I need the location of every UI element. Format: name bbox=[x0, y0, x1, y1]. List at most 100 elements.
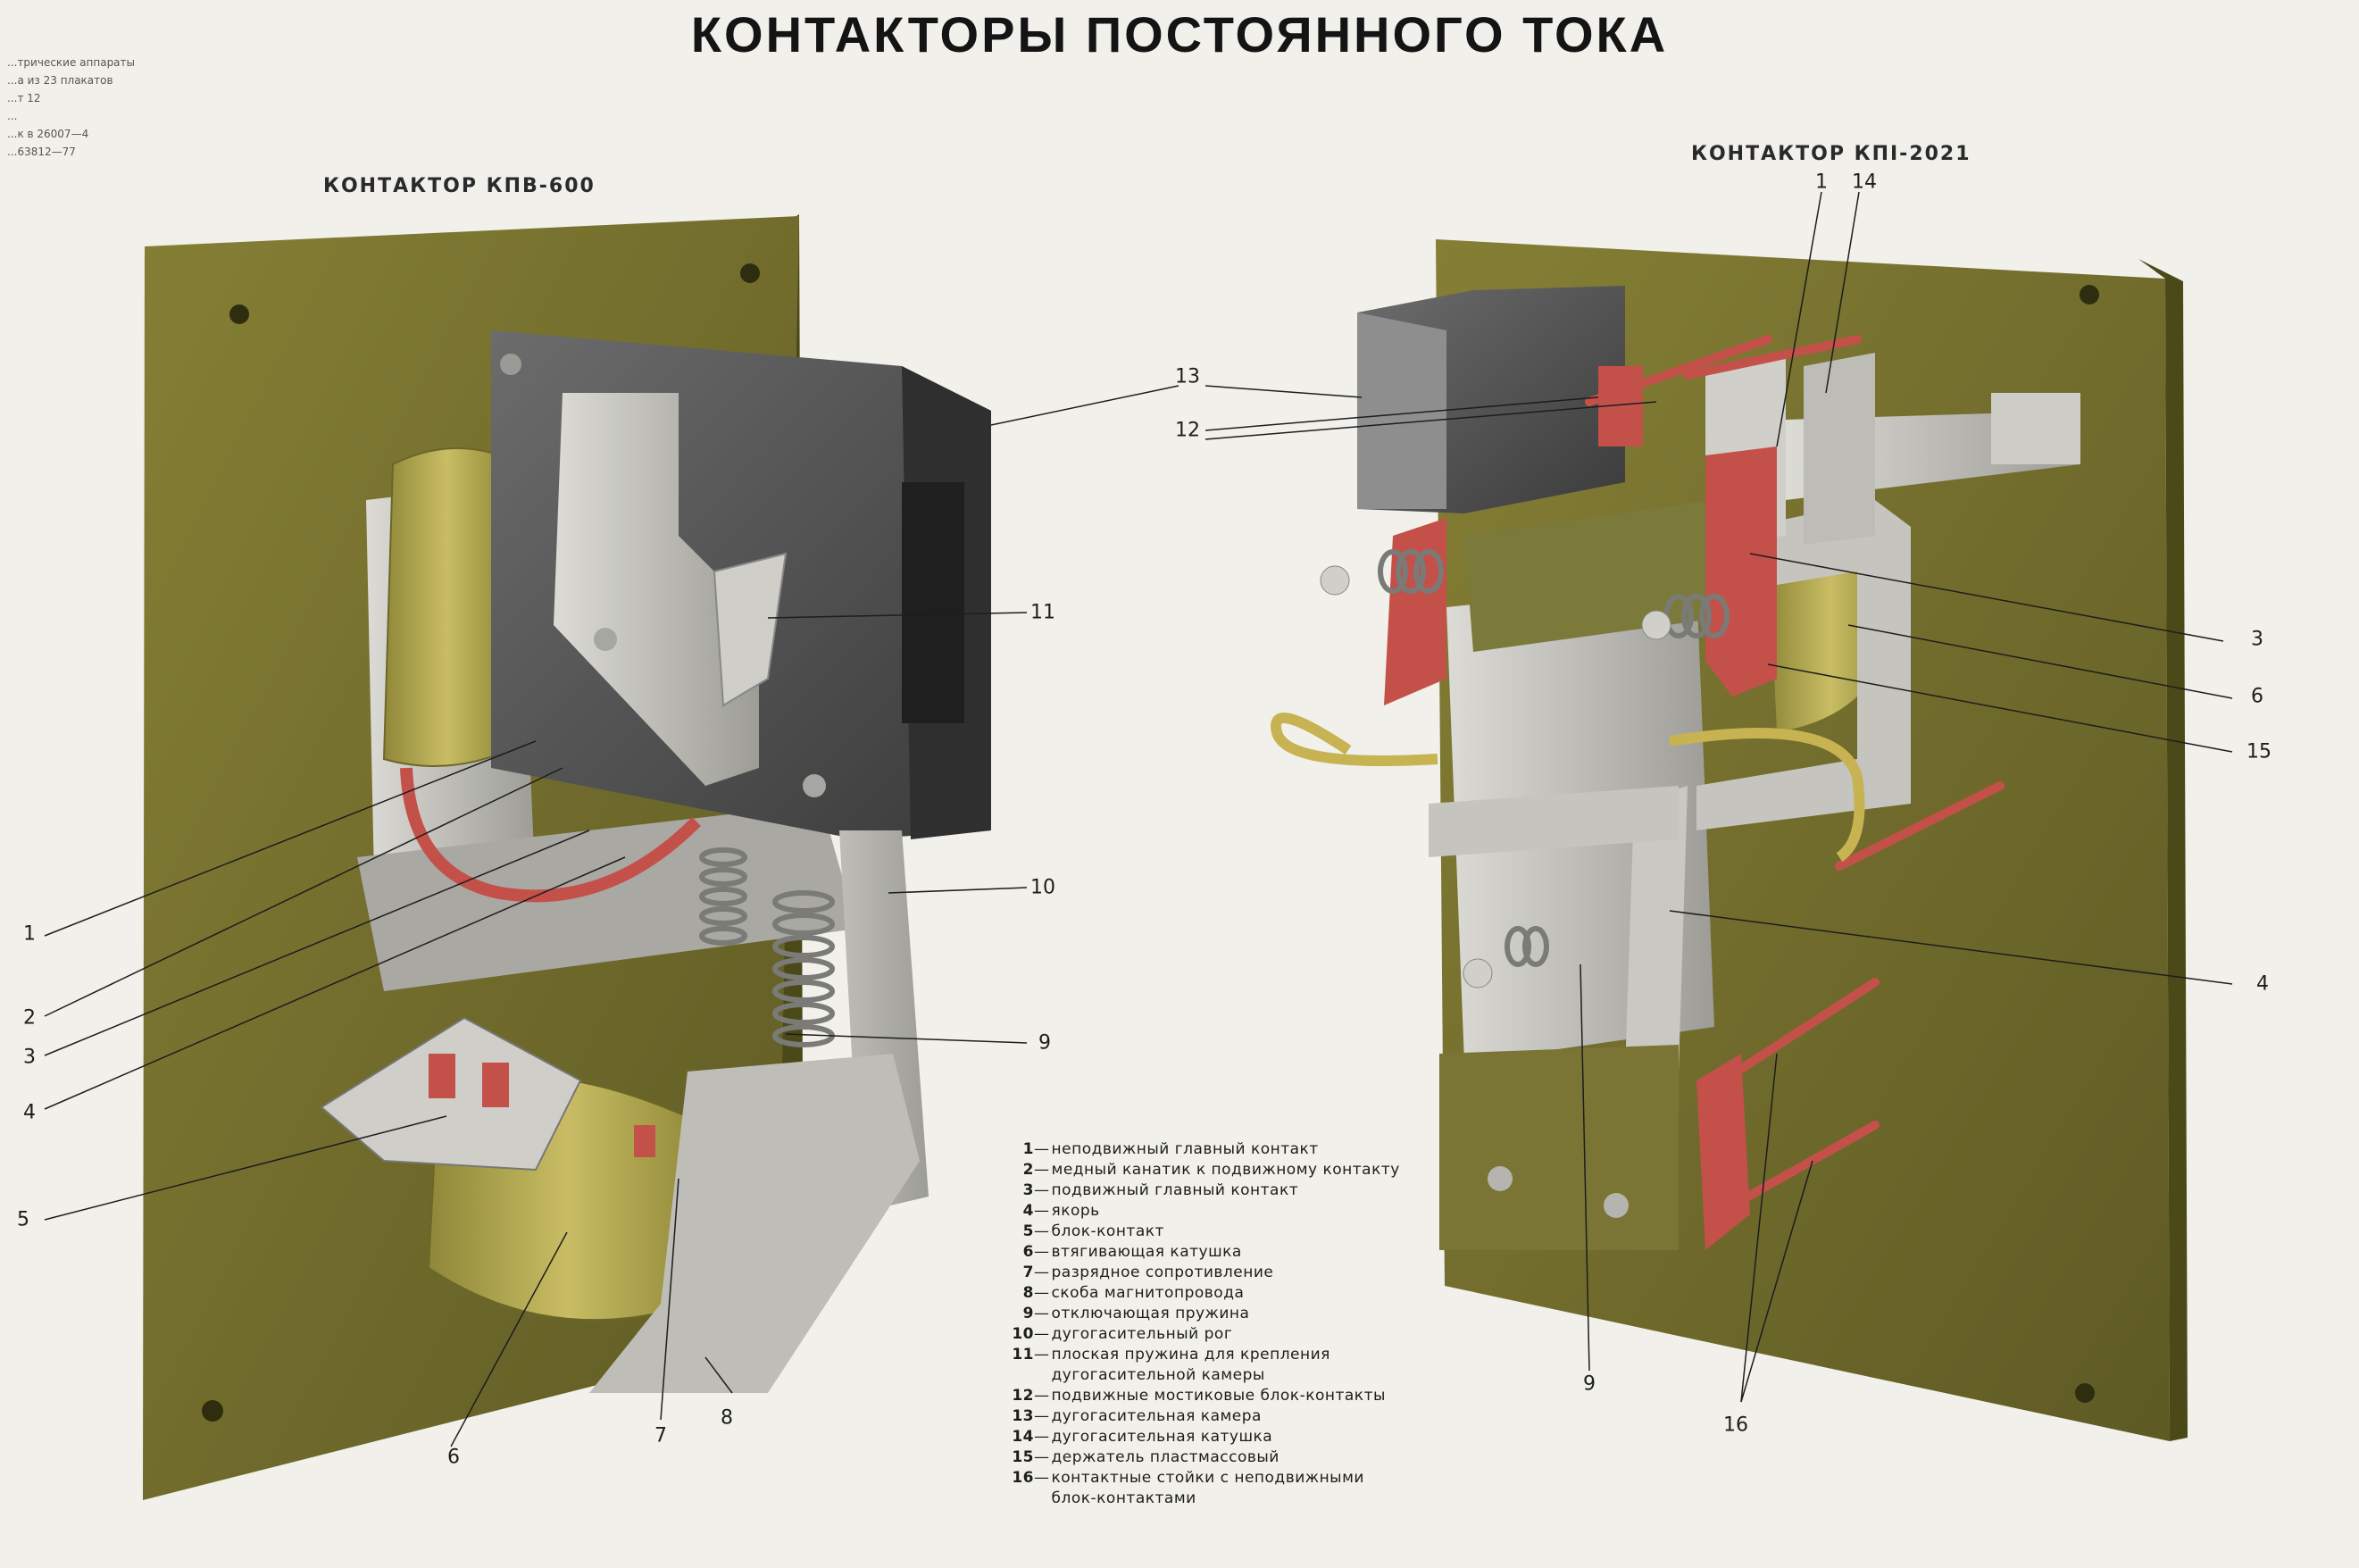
legend-dash: — bbox=[1034, 1222, 1050, 1240]
subtitle-kpv600: КОНТАКТОР КПВ-600 bbox=[323, 175, 596, 197]
callout-left-7: 7 bbox=[654, 1424, 667, 1447]
kpv-coil bbox=[382, 447, 511, 767]
callout-right-14: 14 bbox=[1852, 171, 1877, 194]
kpv-screw bbox=[594, 628, 617, 651]
kpi-wire bbox=[1669, 728, 1865, 862]
callout-left-4: 4 bbox=[23, 1101, 36, 1124]
legend-item: 2—медный канатик к подвижному контакту bbox=[1011, 1160, 1404, 1180]
legend-dash: — bbox=[1034, 1140, 1050, 1158]
legend-item-number: 4 bbox=[1022, 1202, 1034, 1220]
kpv-chute-window bbox=[902, 482, 964, 723]
legend-item-number: 11 bbox=[1012, 1346, 1034, 1364]
legend-item-number: 7 bbox=[1022, 1264, 1034, 1281]
kpv-screw bbox=[803, 774, 826, 797]
callout-left-6: 6 bbox=[447, 1446, 460, 1469]
legend-dash: — bbox=[1034, 1387, 1050, 1405]
kpi-screw bbox=[1320, 565, 1350, 596]
legend-item: 3—подвижный главный контакт bbox=[1011, 1180, 1404, 1201]
kpi-wire bbox=[1271, 713, 1438, 766]
kpi-plate bbox=[1804, 353, 1875, 545]
kpv-contact-red bbox=[429, 1054, 455, 1098]
kpi-spring bbox=[1378, 549, 1730, 967]
legend-item: 12—подвижные мостиковые блок-контакты bbox=[1011, 1386, 1404, 1406]
kpv-copper-wire bbox=[400, 767, 701, 903]
kpv-screw bbox=[500, 354, 521, 375]
legend-item-text: разрядное сопротивление bbox=[1051, 1264, 1274, 1281]
callout-left-3: 3 bbox=[23, 1046, 36, 1069]
legend-item: 4—якорь bbox=[1011, 1201, 1404, 1222]
legend-item: 14—дугогасительная катушка bbox=[1011, 1427, 1404, 1447]
legend-item: 8—скоба магнитопровода bbox=[1011, 1283, 1404, 1304]
legend-dash: — bbox=[1034, 1325, 1050, 1343]
legend-item-text: подвижный главный контакт bbox=[1051, 1181, 1299, 1199]
callout-left-1: 1 bbox=[23, 922, 36, 946]
legend-item: 16—контактные стойки с неподвижными блок… bbox=[1011, 1468, 1404, 1509]
callout-left-2: 2 bbox=[23, 1006, 36, 1030]
legend-dash: — bbox=[1034, 1346, 1050, 1364]
kpi-screw bbox=[1463, 958, 1493, 988]
legend-item-number: 2 bbox=[1022, 1161, 1034, 1179]
legend-item-text: блок-контакт bbox=[1051, 1222, 1164, 1240]
kpv-magnet-yoke bbox=[589, 1054, 920, 1393]
callout-left-8: 8 bbox=[721, 1406, 733, 1430]
legend-dash: — bbox=[1034, 1181, 1050, 1199]
legend-item-text: держатель пластмассовый bbox=[1051, 1448, 1280, 1466]
legend-item-number: 8 bbox=[1022, 1284, 1034, 1302]
callout-right-6: 6 bbox=[2251, 685, 2263, 708]
callout-right-1: 1 bbox=[1815, 171, 1828, 194]
legend-item-text: подвижные мостиковые блок-контакты bbox=[1051, 1387, 1386, 1405]
legend-item: 11—плоская пружина для крепления дугогас… bbox=[1011, 1345, 1404, 1386]
callout-left-12: 12 bbox=[1175, 419, 1200, 442]
legend-item-text: плоская пружина для крепления дугогасите… bbox=[1051, 1346, 1330, 1384]
subtitle-kpi2021: КОНТАКТОР КПІ-2021 bbox=[1691, 143, 1971, 165]
kpi-rods bbox=[1585, 335, 2005, 1210]
kpv-flat-spring bbox=[713, 552, 788, 707]
legend-item: 7—разрядное сопротивление bbox=[1011, 1263, 1404, 1283]
legend-dash: — bbox=[1034, 1407, 1050, 1425]
legend-dash: — bbox=[1034, 1243, 1050, 1261]
legend-item: 9—отключающая пружина bbox=[1011, 1304, 1404, 1324]
legend-item-number: 5 bbox=[1022, 1222, 1034, 1240]
legend-item-number: 12 bbox=[1012, 1387, 1034, 1405]
legend-item-text: контактные стойки с неподвижными блок-ко… bbox=[1051, 1469, 1364, 1507]
legend-dash: — bbox=[1034, 1264, 1050, 1281]
callout-right-3: 3 bbox=[2251, 628, 2263, 651]
callout-right-4: 4 bbox=[2256, 972, 2269, 996]
legend-item-text: дугогасительная катушка bbox=[1051, 1428, 1273, 1446]
legend-item-text: медный канатик к подвижному контакту bbox=[1051, 1161, 1400, 1179]
kpi-fixed-contact bbox=[1384, 518, 1446, 705]
callout-right-15: 15 bbox=[2246, 740, 2271, 763]
kpv600-drawing bbox=[143, 214, 991, 1500]
legend-item-text: дугогасительный рог bbox=[1051, 1325, 1233, 1343]
kpi-base-plate bbox=[1429, 786, 1679, 857]
legend-item: 10—дугогасительный рог bbox=[1011, 1324, 1404, 1345]
legend-item: 1—неподвижный главный контакт bbox=[1011, 1139, 1404, 1160]
legend-item-text: скоба магнитопровода bbox=[1051, 1284, 1245, 1302]
callout-right-16: 16 bbox=[1723, 1414, 1748, 1437]
legend-item-number: 14 bbox=[1012, 1428, 1034, 1446]
legend-item-number: 1 bbox=[1022, 1140, 1034, 1158]
legend-item-number: 13 bbox=[1012, 1407, 1034, 1425]
kpi-bracket-l bbox=[1625, 786, 1688, 1072]
legend-item-text: втягивающая катушка bbox=[1051, 1243, 1242, 1261]
kpv-spring-upper bbox=[699, 847, 747, 946]
kpi-panel-edge bbox=[2138, 259, 2188, 1441]
kpv-contact-red bbox=[634, 1125, 655, 1157]
kpv-contact-red bbox=[482, 1063, 509, 1107]
kpi-arc-chute-front bbox=[1357, 313, 1446, 509]
legend-item-text: якорь bbox=[1051, 1202, 1100, 1220]
callout-left-10: 10 bbox=[1030, 876, 1055, 899]
legend-item: 13—дугогасительная камера bbox=[1011, 1406, 1404, 1427]
kpi-bolt bbox=[2080, 285, 2099, 304]
legend-item: 15—держатель пластмассовый bbox=[1011, 1447, 1404, 1468]
legend-dash: — bbox=[1034, 1448, 1050, 1466]
kpi-screw bbox=[1488, 1166, 1513, 1191]
kpi-lower-block bbox=[1439, 1045, 1679, 1250]
legend-item-number: 10 bbox=[1012, 1325, 1034, 1343]
legend-dash: — bbox=[1034, 1305, 1050, 1322]
corner-caption: ...трические аппараты ...а из 23 плакато… bbox=[7, 56, 135, 158]
legend-item: 5—блок-контакт bbox=[1011, 1222, 1404, 1242]
kpv-bolt bbox=[229, 304, 249, 324]
